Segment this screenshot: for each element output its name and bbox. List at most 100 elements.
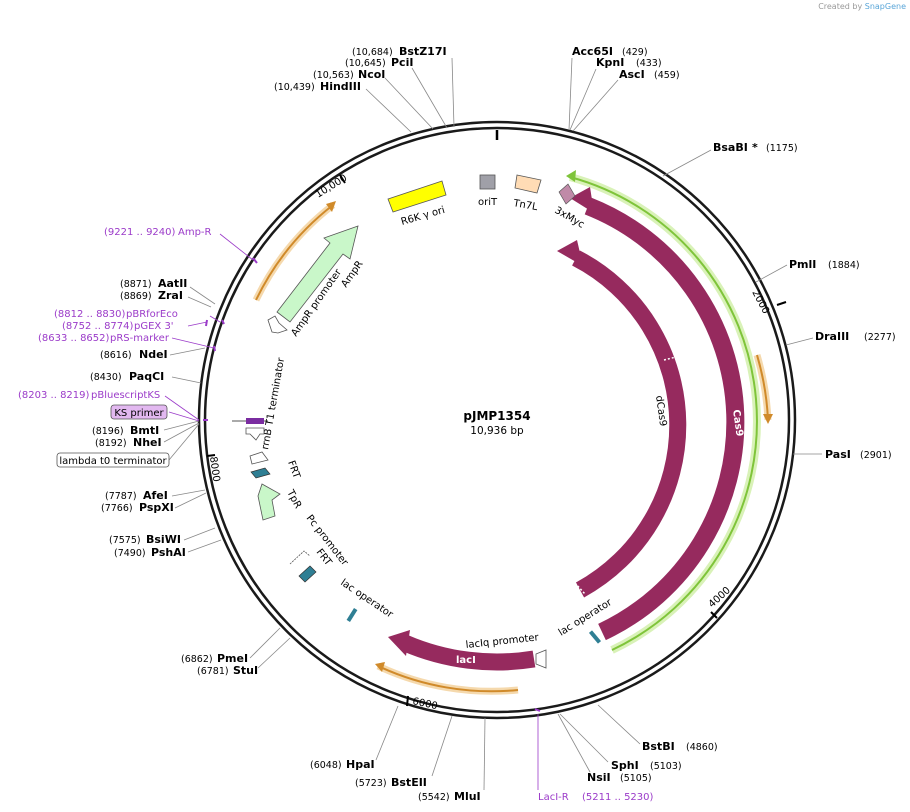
site-pspxi[interactable]: (7766) PspXI bbox=[101, 492, 207, 514]
plasmid-size: 10,936 bp bbox=[470, 425, 524, 437]
site-paqci-name: PaqCI bbox=[129, 370, 164, 383]
dcas9-label: dCas9 bbox=[653, 395, 668, 427]
orit-label: oriT bbox=[478, 197, 498, 208]
site-draiii[interactable]: DraIII (2277) bbox=[785, 330, 896, 346]
site-ncoi[interactable]: (10,563) NcoI bbox=[313, 68, 434, 130]
primer-laci-r-name: LacI-R bbox=[538, 792, 569, 803]
lambda-t0-label: lambda t0 terminator bbox=[59, 456, 167, 467]
site-pmli[interactable]: PmlI (1884) bbox=[755, 258, 860, 283]
site-bsiwi-pos: (7575) bbox=[109, 535, 141, 546]
primer-pbluescriptks[interactable]: (8203 .. 8219) pBluescriptKS bbox=[18, 390, 208, 421]
site-aatii-pos: (8871) bbox=[120, 279, 152, 290]
tn7l-label: Tn7L bbox=[511, 198, 538, 213]
frt1-outline bbox=[249, 451, 269, 465]
dcas9-dotted bbox=[663, 355, 681, 361]
primer-pgex3[interactable]: (8752 .. 8774) pGEX 3' bbox=[62, 319, 208, 332]
site-hpai[interactable]: (6048) HpaI bbox=[310, 705, 399, 771]
lac-operator-left-label: lac operator bbox=[338, 577, 395, 620]
lac-operator-left-feature bbox=[346, 608, 358, 622]
site-pmei[interactable]: (6862) PmeI bbox=[181, 627, 281, 665]
site-stui-name: StuI bbox=[233, 664, 258, 677]
site-kpni[interactable]: KpnI (433) bbox=[569, 56, 662, 131]
lambda-t0-terminator-box[interactable]: lambda t0 terminator bbox=[56, 423, 200, 468]
site-bsteii-name: BstEII bbox=[391, 776, 427, 789]
site-pshai[interactable]: (7490) PshAI bbox=[114, 539, 222, 559]
frt2-feature bbox=[298, 565, 317, 583]
site-zrai[interactable]: (8869) ZraI bbox=[120, 289, 212, 308]
site-bstbi[interactable]: BstBI (4860) bbox=[597, 704, 718, 753]
r6k-ori-label: R6K γ ori bbox=[400, 205, 446, 228]
site-stui[interactable]: (6781) StuI bbox=[197, 637, 291, 677]
site-hpai-pos: (6048) bbox=[310, 760, 342, 771]
dcas9-dotted-end bbox=[574, 582, 586, 595]
site-asci-name: AscI bbox=[619, 68, 645, 81]
myc-feature bbox=[558, 183, 576, 205]
green-feature-arc bbox=[569, 176, 758, 651]
site-nsii-pos: (5105) bbox=[620, 773, 652, 784]
site-bmti-name: BmtI bbox=[130, 424, 159, 437]
site-acc65i[interactable]: Acc65I (429) bbox=[568, 45, 648, 131]
frt1-label: FRT bbox=[285, 459, 302, 481]
site-nsii-name: NsiI bbox=[587, 771, 611, 784]
myc-label: 3xMyc bbox=[553, 205, 586, 231]
tick-10000-label: 10,000 bbox=[314, 173, 350, 201]
primer-laci-r[interactable]: LacI-R (5211 .. 5230) bbox=[534, 708, 654, 803]
site-bsabi[interactable]: BsaBI * (1175) bbox=[662, 141, 798, 177]
site-asci[interactable]: AscI (459) bbox=[572, 68, 680, 132]
site-pmli-name: PmlI bbox=[789, 258, 816, 271]
site-bstbi-pos: (4860) bbox=[686, 742, 718, 753]
site-pasi[interactable]: PasI (2901) bbox=[793, 448, 892, 461]
ks-primer-box[interactable]: KS primer bbox=[110, 404, 200, 422]
rrnb-label: rrnB T1 terminator bbox=[260, 356, 287, 450]
site-paqci[interactable]: (8430) PaqCI bbox=[90, 370, 202, 384]
site-pshai-pos: (7490) bbox=[114, 548, 146, 559]
site-pshai-name: PshAI bbox=[151, 546, 186, 559]
site-nsii[interactable]: NsiI (5105) bbox=[557, 713, 652, 784]
site-bstz17i-name: BstZ17I bbox=[399, 45, 447, 58]
site-bsabi-pos: (1175) bbox=[766, 143, 798, 154]
tpr-feature bbox=[257, 483, 281, 521]
primer-laci-r-range: (5211 .. 5230) bbox=[582, 792, 654, 803]
site-ndei[interactable]: (8616) NdeI bbox=[100, 347, 206, 361]
site-nhei-pos: (8192) bbox=[95, 438, 127, 449]
primer-prs-marker-name: pRS-marker bbox=[110, 333, 170, 344]
site-mlui[interactable]: (5542) MluI bbox=[418, 717, 486, 803]
primer-pbrforeco[interactable]: (8812 .. 8830) pBRforEco bbox=[54, 309, 225, 325]
primer-prs-marker[interactable]: (8633 .. 8652) pRS-marker bbox=[38, 333, 216, 352]
site-draiii-name: DraIII bbox=[815, 330, 849, 343]
site-sphi[interactable]: SphI (5103) bbox=[559, 713, 682, 772]
site-pasi-pos: (2901) bbox=[860, 450, 892, 461]
site-bmti[interactable]: (8196) BmtI bbox=[92, 420, 200, 437]
site-zrai-pos: (8869) bbox=[120, 291, 152, 302]
rrnb-promoter-arrow bbox=[245, 427, 265, 441]
plasmid-name: pJMP1354 bbox=[463, 409, 530, 423]
ruler-tick-8000: 8000 bbox=[206, 454, 221, 483]
laci-arrowhead bbox=[388, 630, 410, 656]
orange-right-arrowhead bbox=[763, 414, 773, 424]
pc-promoter-feature bbox=[289, 550, 311, 565]
site-bsabi-name: BsaBI bbox=[713, 141, 748, 154]
cas9-label: Cas9 bbox=[730, 409, 745, 437]
site-afei[interactable]: (7787) AfeI bbox=[105, 489, 206, 502]
primer-pbrforeco-range: (8812 .. 8830) bbox=[54, 309, 126, 320]
site-bsiwi[interactable]: (7575) BsiWI bbox=[109, 527, 216, 546]
site-pmli-pos: (1884) bbox=[828, 260, 860, 271]
site-pmei-name: PmeI bbox=[217, 652, 248, 665]
site-aatii[interactable]: (8871) AatII bbox=[120, 277, 216, 305]
primer-pgex3-range: (8752 .. 8774) bbox=[62, 321, 134, 332]
tpr-label: TpR bbox=[284, 487, 303, 510]
site-bsteii[interactable]: (5723) BstEII bbox=[355, 715, 453, 789]
laci-label: lacI bbox=[456, 655, 476, 666]
site-mlui-pos: (5542) bbox=[418, 792, 450, 803]
site-pcii[interactable]: (10,645) PciI bbox=[345, 56, 448, 129]
site-bsteii-pos: (5723) bbox=[355, 778, 387, 789]
orange-bottom-arrowhead bbox=[375, 662, 385, 672]
site-hindiii[interactable]: (10,439) HindIII bbox=[274, 80, 412, 133]
site-nhei[interactable]: (8192) NheI bbox=[95, 422, 200, 449]
site-asci-pos: (459) bbox=[654, 70, 680, 81]
orit-feature bbox=[479, 174, 496, 190]
site-mlui-name: MluI bbox=[454, 790, 481, 803]
site-bstz17i[interactable]: (10,684) BstZ17I bbox=[352, 45, 455, 128]
primer-amp-r[interactable]: (9221 .. 9240) Amp-R bbox=[104, 227, 258, 264]
